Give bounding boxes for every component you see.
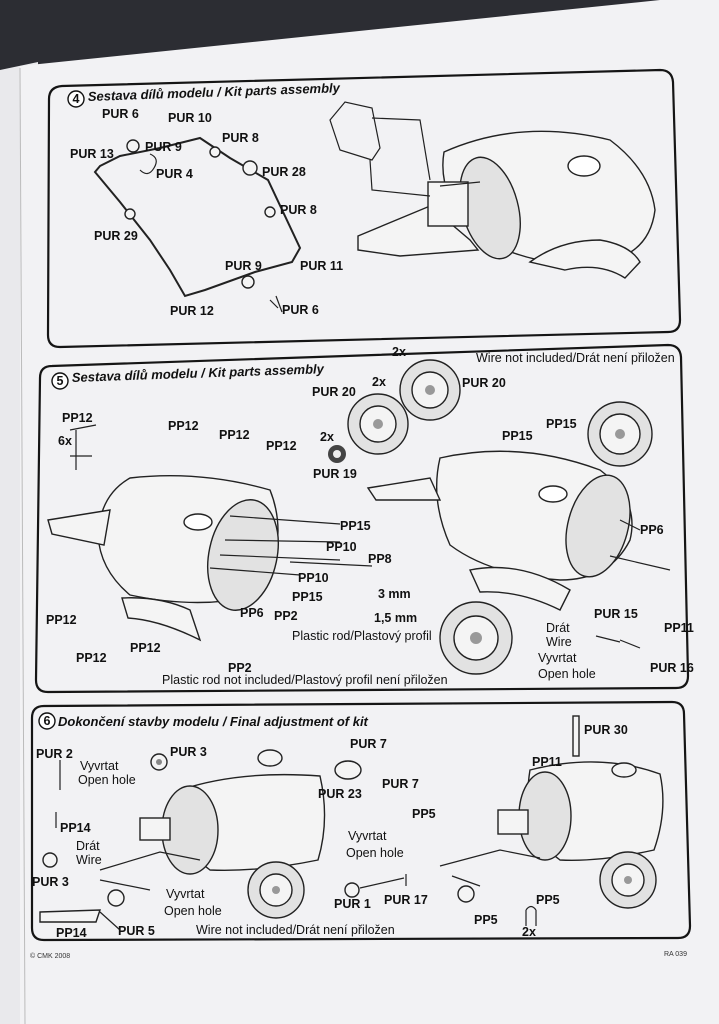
label: PP5 — [412, 807, 436, 821]
label: PP15 — [340, 519, 371, 533]
label: PUR 4 — [156, 167, 193, 181]
label: PP12 — [130, 641, 161, 655]
label: PUR 16 — [650, 661, 694, 675]
label: PUR 15 — [594, 607, 638, 621]
label: PUR 6 — [102, 107, 139, 121]
label: PUR 3 — [32, 875, 69, 889]
label: 6x — [58, 434, 72, 448]
label: PUR 2 — [36, 747, 73, 761]
step-6-note-bottom: Wire not included/Drát není přiložen — [196, 923, 395, 937]
step-6-panel: 6 Dokončení stavby modelu / Final adjust… — [30, 700, 692, 942]
step-4-number: 4 — [73, 92, 80, 106]
step-5-labels: 2x PUR 20 2x PUR 20 PP12 6x PP12 PP12 PP… — [46, 345, 694, 681]
label: PUR 9 — [145, 140, 182, 154]
label: PP6 — [640, 523, 664, 537]
step-5-number: 5 — [57, 374, 64, 388]
label: PP15 — [502, 429, 533, 443]
label: PP12 — [266, 439, 297, 453]
label: PUR 11 — [300, 259, 343, 273]
label: PUR 20 — [462, 376, 506, 390]
step-6-labels: PUR 3 PUR 2 Vyvrtat Open hole PUR 7 PUR … — [32, 723, 628, 940]
copyright: © CMK 2008 — [30, 952, 70, 960]
step-4-labels: PUR 6 PUR 10 PUR 13 PUR 9 PUR 8 PUR 4 PU… — [70, 107, 343, 318]
label: PP10 — [298, 571, 329, 585]
label: PUR 28 — [262, 165, 306, 179]
label: PUR 7 — [382, 777, 419, 791]
label: 3 mm — [378, 587, 411, 601]
label: PUR 23 — [318, 787, 362, 801]
label: PP12 — [46, 613, 77, 627]
label: PP14 — [60, 821, 91, 835]
label: PP8 — [368, 552, 392, 566]
label: PP12 — [76, 651, 107, 665]
step-6-number: 6 — [44, 714, 51, 728]
label: Open hole — [164, 904, 222, 918]
label: PUR 20 — [312, 385, 356, 399]
label: PUR 7 — [350, 737, 387, 751]
label: PUR 1 — [334, 897, 371, 911]
label: Vyvrtat — [538, 651, 577, 665]
label: PUR 6 — [282, 303, 319, 317]
label: PUR 9 — [225, 259, 262, 273]
label: PUR 19 — [313, 467, 357, 481]
label: PP6 — [240, 606, 264, 620]
step-5-panel: 5 Sestava dílů modelu / Kit parts assemb… — [34, 343, 694, 694]
label: 2x — [372, 375, 386, 389]
label: PP2 — [228, 661, 252, 675]
label: PP15 — [546, 417, 577, 431]
label: PUR 10 — [168, 111, 212, 125]
label: PUR 12 — [170, 304, 214, 318]
label: PP12 — [168, 419, 199, 433]
step-6-title: Dokončení stavby modelu / Final adjustme… — [58, 714, 369, 729]
label: PUR 3 — [170, 745, 207, 759]
label: PP2 — [274, 609, 298, 623]
label: PP5 — [536, 893, 560, 907]
label: Drát — [76, 839, 100, 853]
label: Vyvrtat — [348, 829, 387, 843]
label: Open hole — [538, 667, 596, 681]
label: PP10 — [326, 540, 357, 554]
label: PP11 — [664, 621, 694, 635]
label: Wire — [546, 635, 572, 649]
label: Vyvrtat — [166, 887, 205, 901]
label: PUR 13 — [70, 147, 114, 161]
label: PUR 30 — [584, 723, 628, 737]
label: PP15 — [292, 590, 323, 604]
label: Drát — [546, 621, 570, 635]
label: 2x — [522, 925, 536, 939]
label: Open hole — [78, 773, 136, 787]
label: Open hole — [346, 846, 404, 860]
label: Vyvrtat — [80, 759, 119, 773]
label: 1,5 mm — [374, 611, 417, 625]
sheet-code: RA 039 — [664, 951, 687, 958]
label: PP5 — [474, 913, 498, 927]
step-5-note-top: Wire not included/Drát není přiložen — [476, 351, 675, 365]
label: 2x — [320, 430, 334, 444]
label: PUR 17 — [384, 893, 428, 907]
label: Wire — [76, 853, 102, 867]
label: PUR 5 — [118, 924, 155, 938]
step-5-note-bottom: Plastic rod not included/Plastový profil… — [162, 673, 448, 687]
label: PP12 — [62, 411, 93, 425]
label: Plastic rod/Plastový profil — [292, 629, 432, 643]
label: PUR 29 — [94, 229, 138, 243]
label: PP12 — [219, 428, 250, 442]
label: 2x — [392, 345, 406, 359]
label: PP11 — [532, 755, 562, 769]
label: PUR 8 — [280, 203, 317, 217]
label: PUR 8 — [222, 131, 259, 145]
label: PP14 — [56, 926, 87, 940]
